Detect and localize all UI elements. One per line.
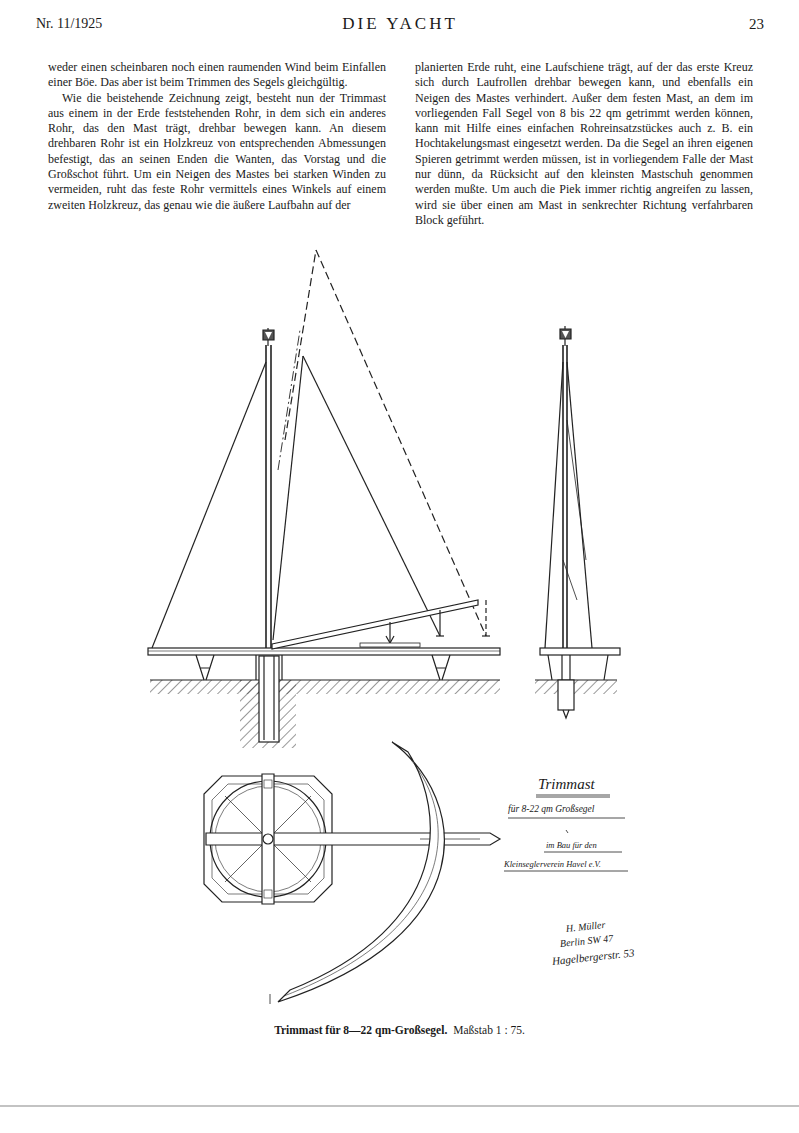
side-elevation (148, 250, 500, 748)
body-paragraph: weder einen scheinbaren noch einen raume… (48, 60, 386, 91)
body-paragraph: planierten Erde ruht, eine Laufschiene t… (415, 60, 753, 228)
page-number: 23 (700, 16, 764, 33)
page-rule (0, 1105, 799, 1106)
signature: H. Müller (565, 914, 656, 934)
drawing-subtitle: für 8-22 qm Großsegel (508, 804, 648, 814)
drawing-title: Trimmast (538, 776, 648, 793)
scale-note: Maßstab 1 : 75. (453, 1024, 525, 1036)
issue-number: Nr. 11/1925 (36, 16, 156, 32)
front-elevation (535, 326, 620, 718)
drawing-note: Kleinseglerverein Havel e.V. (504, 859, 654, 869)
running-head: DIE YACHT (250, 14, 550, 34)
figure-caption: Trimmast für 8—22 qm-Großsegel. (274, 1024, 447, 1036)
body-paragraph: Wie die beistehende Zeichnung zeigt, bes… (48, 91, 386, 213)
caption-row: Trimmast für 8—22 qm-Großsegel. Maßstab 1… (0, 1024, 799, 1036)
drawing-note: im Bau für den (546, 840, 656, 850)
plan-view (204, 742, 500, 1004)
